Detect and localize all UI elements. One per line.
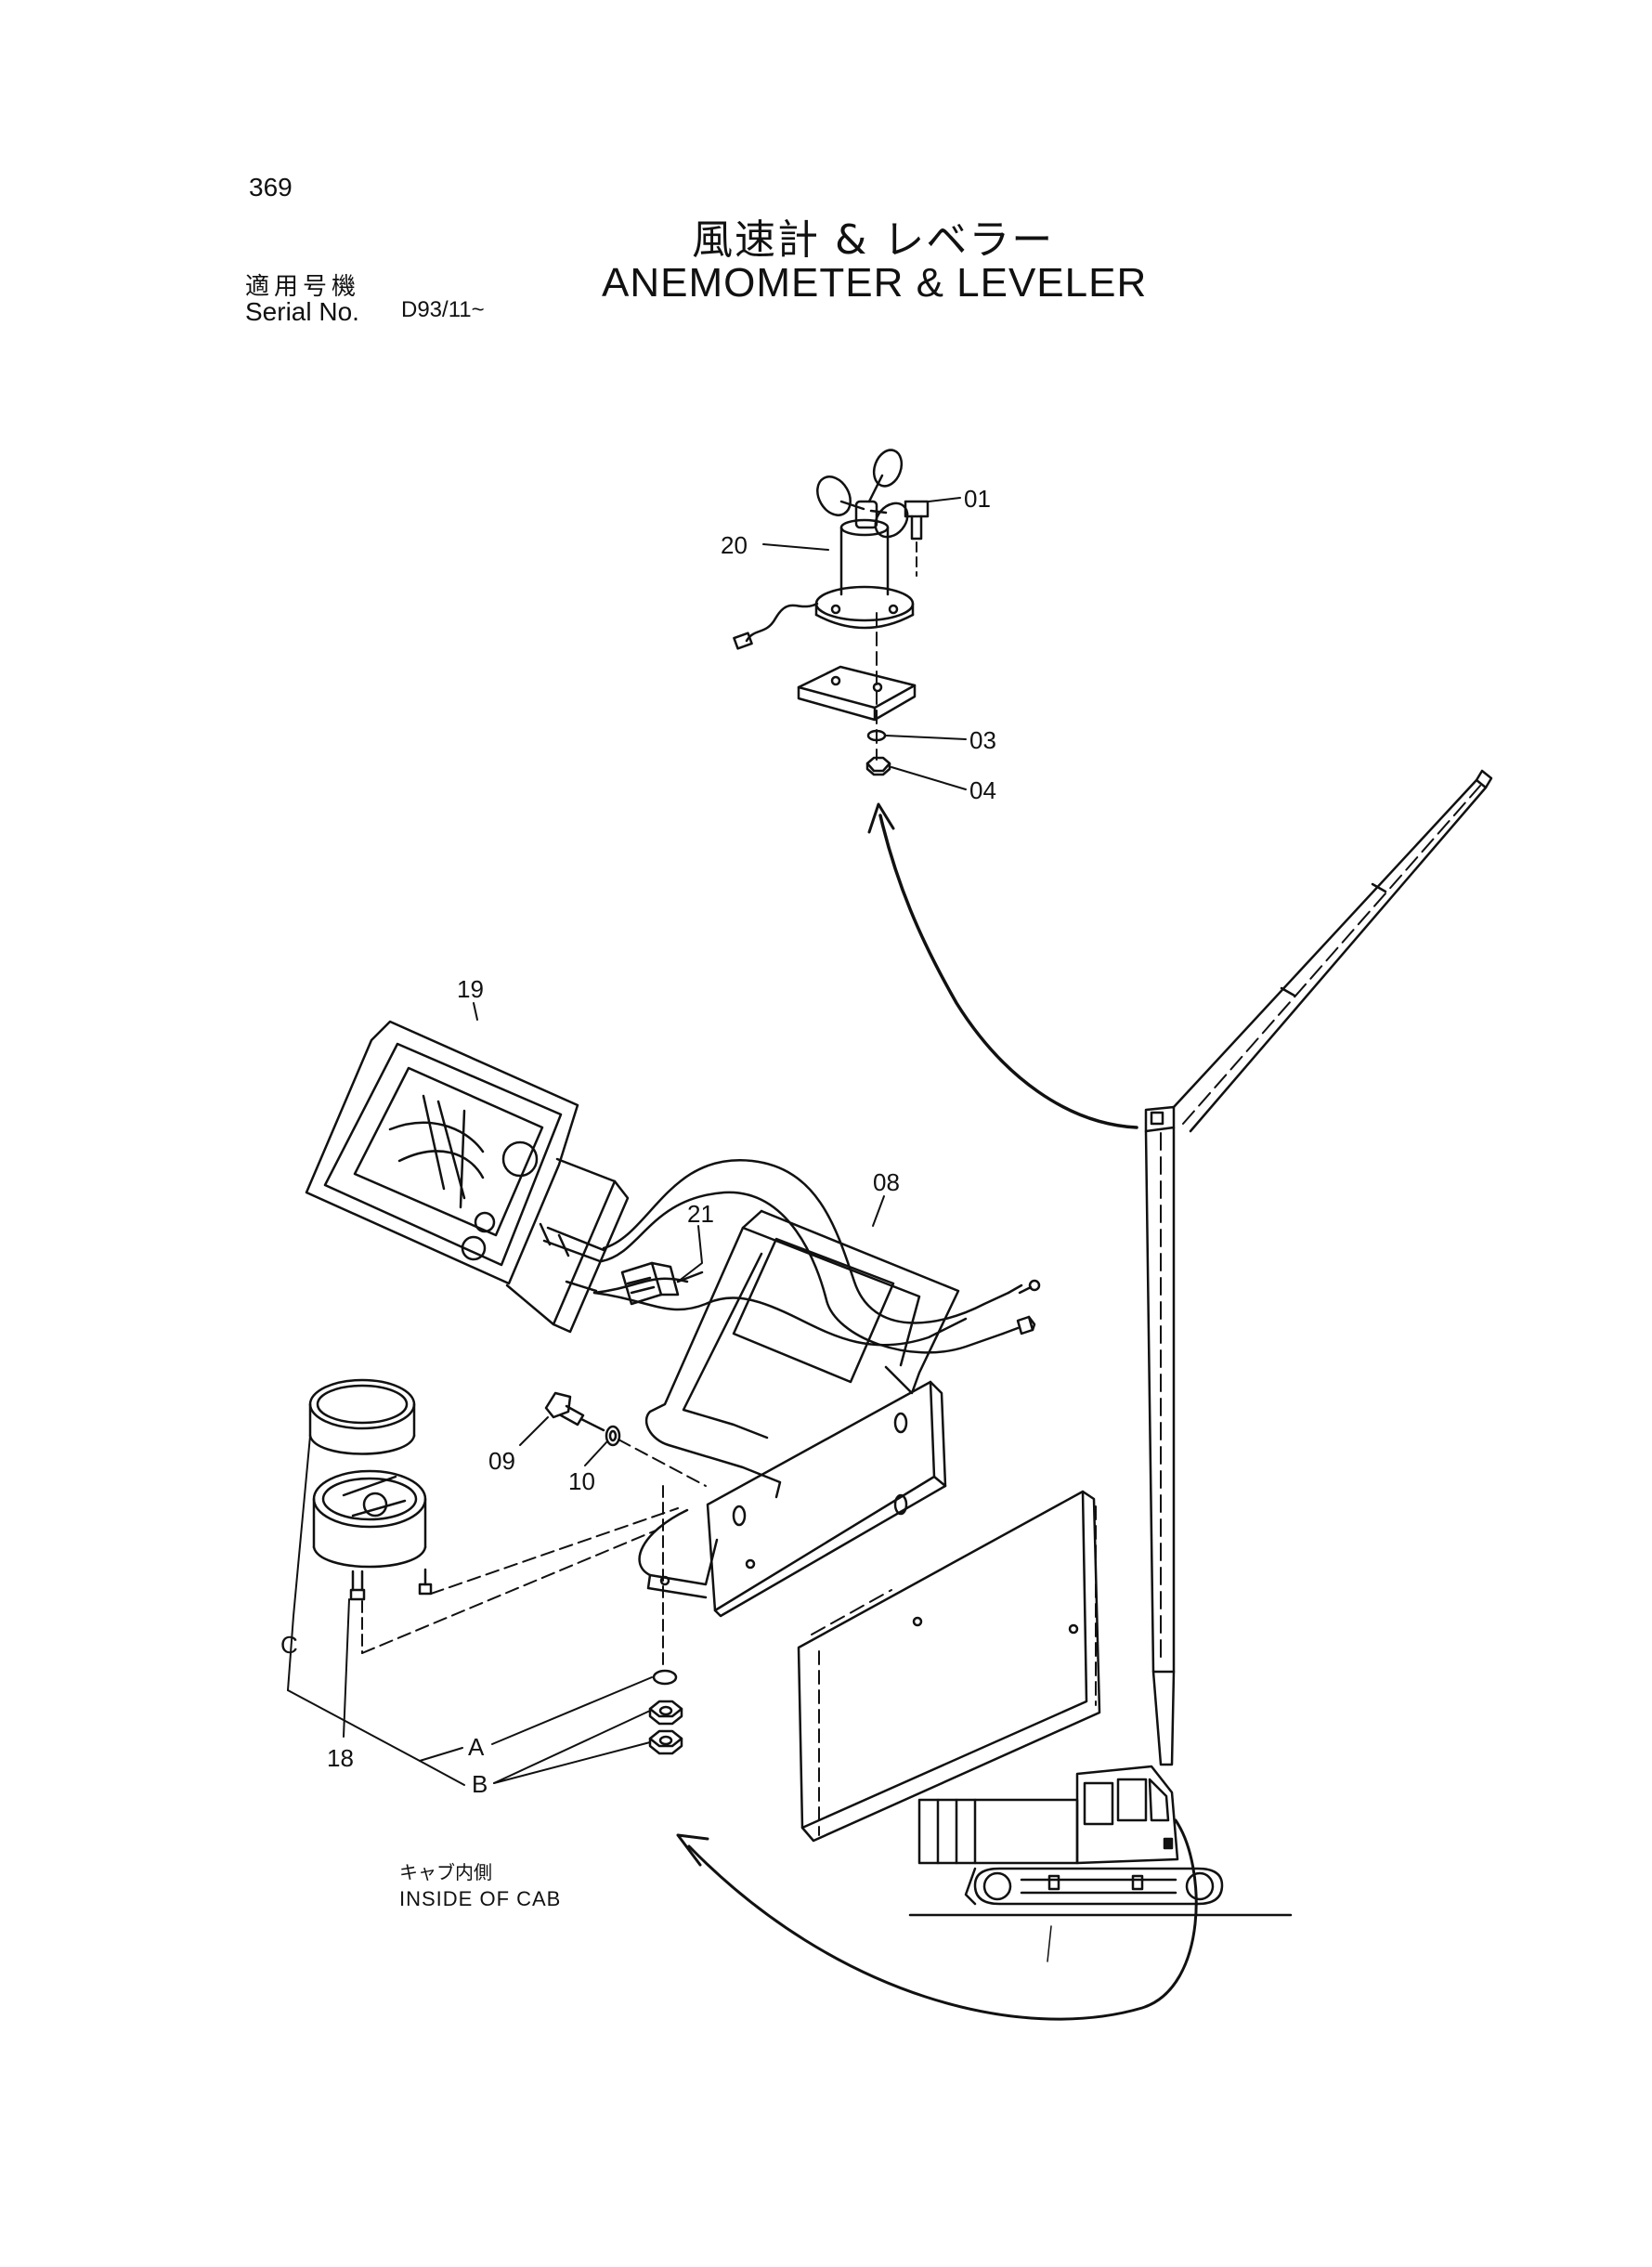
callout-a: A — [468, 1733, 485, 1761]
callout-c: C — [280, 1631, 298, 1659]
callout-09: 09 — [488, 1447, 515, 1475]
title-english: ANEMOMETER & LEVELER — [602, 260, 1148, 306]
serial-number-value: D93/11~ — [401, 297, 485, 322]
page-number: 369 — [249, 173, 293, 202]
callout-08: 08 — [873, 1168, 900, 1196]
callout-leaders-top — [762, 497, 967, 790]
anemometer-assembly — [733, 449, 930, 776]
callout-b: B — [472, 1770, 488, 1798]
callout-04: 04 — [969, 776, 996, 804]
screw-and-washer — [544, 1391, 707, 1487]
serial-label-japanese: 適用号機 — [245, 273, 361, 301]
arrow-cab-to-interior — [676, 1818, 1198, 2021]
inside-of-cab-note: キャブ内側 INSIDE OF CAB — [399, 1859, 561, 1914]
callout-19: 19 — [457, 975, 484, 1003]
arrow-boom-to-anemometer — [867, 802, 1138, 1129]
inside-of-cab-english: INSIDE OF CAB — [399, 1887, 562, 1910]
callout-20: 20 — [721, 531, 748, 559]
meter-unit — [305, 1020, 630, 1334]
callout-21: 21 — [687, 1200, 714, 1228]
callout-01: 01 — [964, 485, 991, 513]
washers-and-nuts — [648, 1669, 683, 1755]
callout-18: 18 — [327, 1744, 354, 1772]
callout-leaders-lower — [287, 1002, 885, 1786]
inside-of-cab-japanese: キャブ内側 — [399, 1861, 492, 1883]
serial-label-english: Serial No. — [245, 297, 359, 326]
mounting-bracket — [638, 1209, 1101, 1843]
title-japanese: 風速計 & レベラー — [692, 216, 1055, 264]
crane-illustration — [908, 769, 1493, 1962]
level-gauge — [308, 1378, 679, 1669]
callout-10: 10 — [568, 1467, 595, 1495]
serial-label: 適用号機 Serial No. — [245, 275, 360, 325]
callout-03: 03 — [969, 726, 996, 754]
